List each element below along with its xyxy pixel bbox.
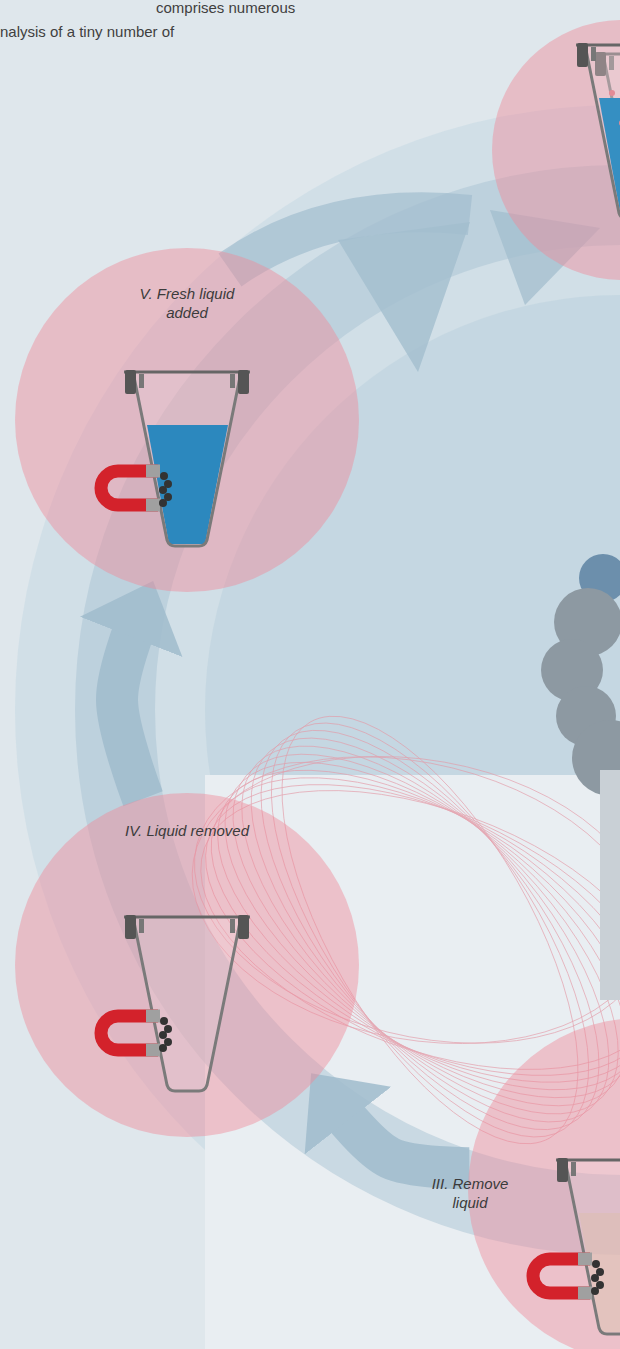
step-circle-partial bbox=[492, 20, 620, 280]
tube-step-v bbox=[101, 370, 250, 546]
step-circle bbox=[15, 793, 359, 1137]
magnet bbox=[533, 1259, 604, 1295]
tube-step-iv bbox=[101, 915, 250, 1091]
tube bbox=[124, 370, 250, 546]
text-fragment: comprises numerous bbox=[156, 0, 295, 18]
cycle-arrow bbox=[341, 1111, 470, 1168]
magnet bbox=[101, 1016, 172, 1052]
tube bbox=[556, 1158, 620, 1334]
step-label: III. Remove liquid bbox=[420, 1174, 520, 1212]
tube-step-top bbox=[576, 43, 620, 219]
magnet bbox=[101, 471, 172, 507]
cell-cluster bbox=[541, 554, 620, 1000]
text-fragment: nalysis of a tiny number of bbox=[0, 22, 174, 42]
cycle-arrow bbox=[117, 626, 143, 799]
tube bbox=[576, 43, 620, 219]
step-label: V. Fresh liquid added bbox=[127, 284, 247, 322]
tube-step-iii bbox=[533, 1158, 620, 1334]
step-label: IV. Liquid removed bbox=[97, 821, 277, 840]
cell-stem bbox=[600, 770, 620, 1000]
cycle-arrowhead bbox=[338, 222, 470, 372]
tube bbox=[124, 915, 250, 1091]
step-circle bbox=[15, 248, 359, 592]
